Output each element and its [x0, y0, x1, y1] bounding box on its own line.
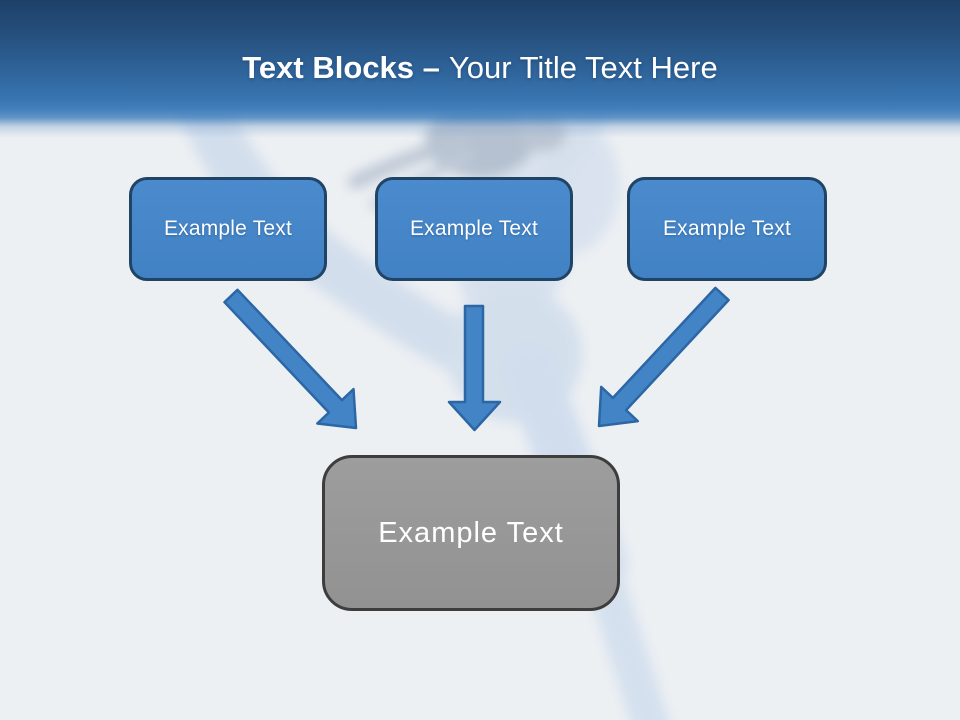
dancer-bent-leg: [174, 69, 511, 386]
title-bar: Text Blocks –Your Title Text Here: [0, 0, 960, 138]
source-block-1[interactable]: Example Text: [129, 177, 327, 281]
title-bold-segment: Text Blocks –: [242, 50, 440, 85]
target-block[interactable]: Example Text: [322, 455, 620, 611]
title-light-segment: Your Title Text Here: [448, 50, 718, 85]
dancer-hair-strand-1: [348, 135, 469, 189]
source-block-1-label: Example Text: [163, 217, 293, 240]
source-block-2-label: Example Text: [409, 217, 539, 240]
source-block-3[interactable]: Example Text: [627, 177, 827, 281]
source-block-2[interactable]: Example Text: [375, 177, 573, 281]
source-block-3-label: Example Text: [662, 217, 792, 240]
slide-title[interactable]: Text Blocks –Your Title Text Here: [0, 50, 960, 86]
target-block-label: Example Text: [378, 516, 564, 549]
